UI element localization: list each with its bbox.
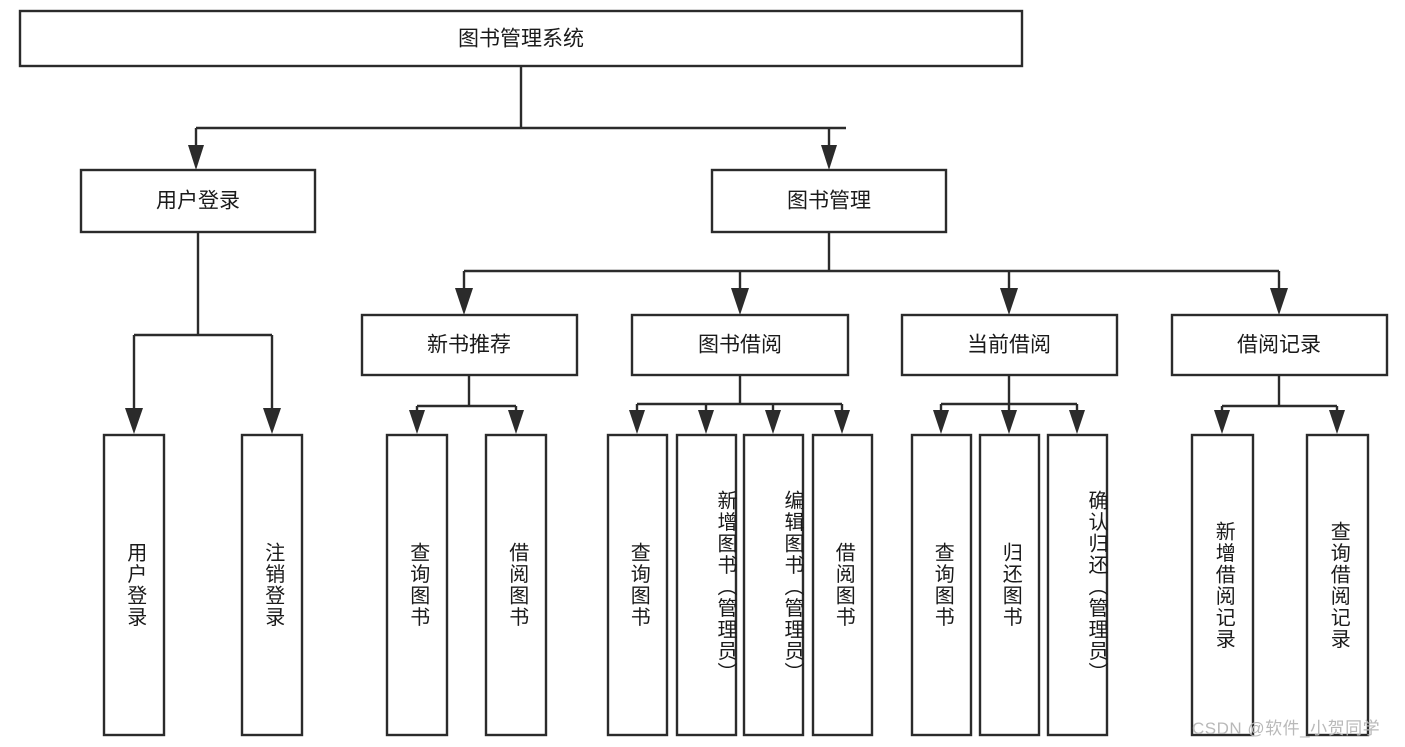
leaf-box-query-book-2[interactable]	[606, 433, 669, 737]
connector-root-to-level2	[188, 66, 846, 170]
leaf-box-add-book-admin[interactable]	[675, 433, 738, 737]
node-book-borrow[interactable]: 图书借阅	[630, 313, 850, 377]
node-user-login[interactable]: 用户登录	[79, 168, 317, 234]
leaf-box-confirm-return-admin[interactable]	[1046, 433, 1109, 737]
connector-bookborrow-to-leaves	[629, 375, 850, 434]
leaf-box-return-book[interactable]	[978, 433, 1041, 737]
connector-currentborrow-to-leaves	[933, 375, 1085, 434]
connector-userlogin-to-leaves	[125, 232, 281, 434]
node-new-book-recommend-label: 新书推荐	[427, 334, 511, 357]
connector-newbook-to-leaves	[409, 375, 524, 434]
connector-borrowrecord-to-leaves	[1214, 375, 1345, 434]
csdn-watermark: CSDN @软件_小贺同学	[1192, 719, 1381, 738]
node-current-borrow-label: 当前借阅	[967, 334, 1051, 357]
node-book-borrow-label: 图书借阅	[698, 334, 782, 357]
connector-bookmgmt-to-level3	[455, 232, 1288, 315]
leaf-box-logout[interactable]	[240, 433, 304, 737]
leaf-box-borrow-book-1[interactable]	[484, 433, 548, 737]
node-root-label: 图书管理系统	[458, 28, 584, 51]
node-book-management-label: 图书管理	[787, 190, 871, 213]
leaf-box-borrow-book-2[interactable]	[811, 433, 874, 737]
node-user-login-label: 用户登录	[156, 190, 240, 213]
leaf-box-query-book-3[interactable]	[910, 433, 973, 737]
node-new-book-recommend[interactable]: 新书推荐	[360, 313, 579, 377]
leaf-box-query-book-1[interactable]	[385, 433, 449, 737]
leaf-box-query-borrow-record[interactable]	[1305, 433, 1370, 737]
node-borrow-record-label: 借阅记录	[1237, 334, 1321, 357]
node-borrow-record[interactable]: 借阅记录	[1170, 313, 1389, 377]
node-root-system[interactable]: 图书管理系统	[18, 9, 1024, 68]
leaf-box-add-borrow-record[interactable]	[1190, 433, 1255, 737]
node-book-management[interactable]: 图书管理	[710, 168, 948, 234]
leaf-box-user-login[interactable]	[102, 433, 166, 737]
leaf-box-edit-book-admin[interactable]	[742, 433, 805, 737]
node-current-borrow[interactable]: 当前借阅	[900, 313, 1119, 377]
